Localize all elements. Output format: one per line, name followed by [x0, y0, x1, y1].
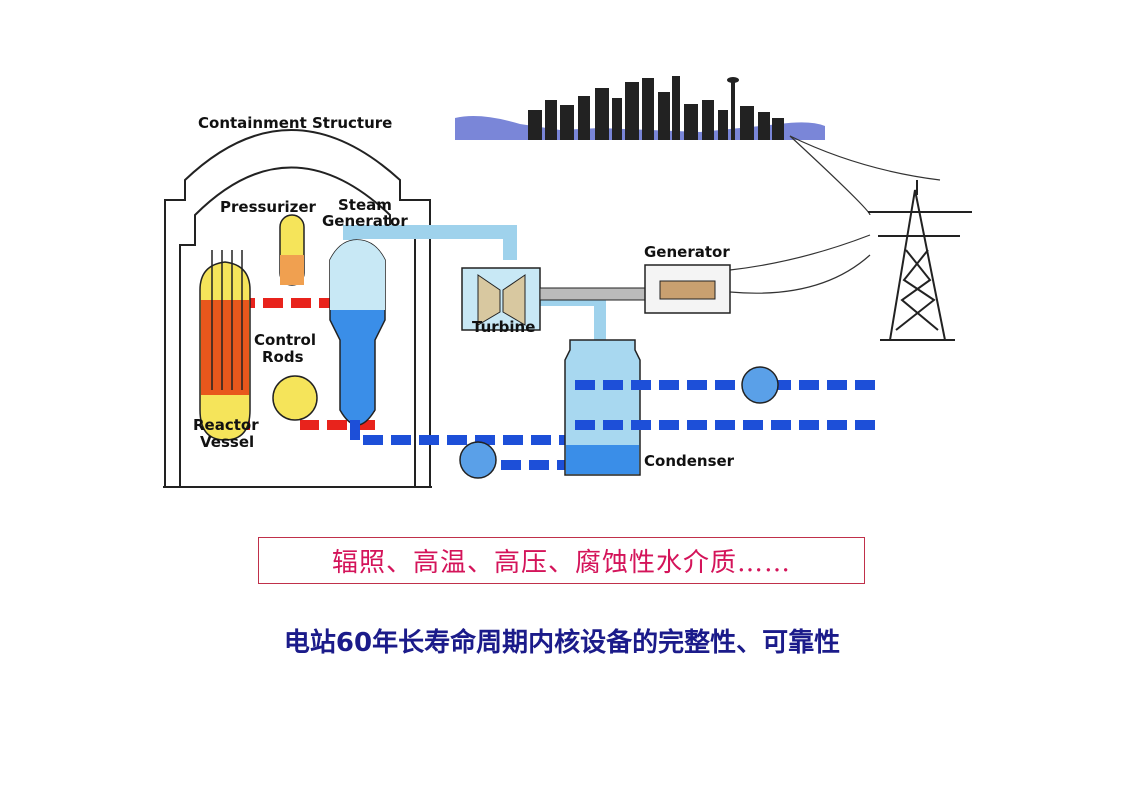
- reactor-vessel: [199, 250, 251, 441]
- power-lines: [729, 135, 941, 294]
- condenser: [564, 339, 641, 476]
- label-control-rods-1: Control: [254, 331, 316, 349]
- label-condenser: Condenser: [644, 452, 735, 470]
- label-control-rods-2: Rods: [262, 348, 304, 366]
- conditions-note: 辐照、高温、高压、腐蚀性水介质……: [331, 548, 791, 578]
- feedwater-pump: [459, 441, 497, 479]
- cooling-pump: [741, 366, 779, 404]
- transmission-tower: [868, 180, 972, 341]
- exhaust-pipe: [540, 294, 606, 345]
- summary-text: 电站60年长寿命周期内核设备的完整性、可靠性: [283, 628, 841, 658]
- label-reactor-vessel-2: Vessel: [200, 433, 254, 451]
- shaft: [539, 287, 646, 301]
- label-steam-generator-1: Steam: [338, 196, 392, 214]
- city-skyline: [455, 76, 825, 140]
- label-generator: Generator: [644, 243, 730, 261]
- label-reactor-vessel-1: Reactor: [193, 416, 259, 434]
- steam-pipe: [343, 225, 517, 260]
- reactor-coolant-pump: [272, 375, 318, 421]
- conditions-note-box: 辐照、高温、高压、腐蚀性水介质……: [258, 537, 865, 584]
- label-containment: Containment Structure: [198, 114, 392, 132]
- containment-structure: [163, 129, 432, 488]
- label-pressurizer: Pressurizer: [220, 198, 317, 216]
- label-steam-generator-2: Generator: [322, 212, 408, 230]
- label-turbine: Turbine: [472, 318, 535, 336]
- cooling-water-pipes: [575, 380, 875, 430]
